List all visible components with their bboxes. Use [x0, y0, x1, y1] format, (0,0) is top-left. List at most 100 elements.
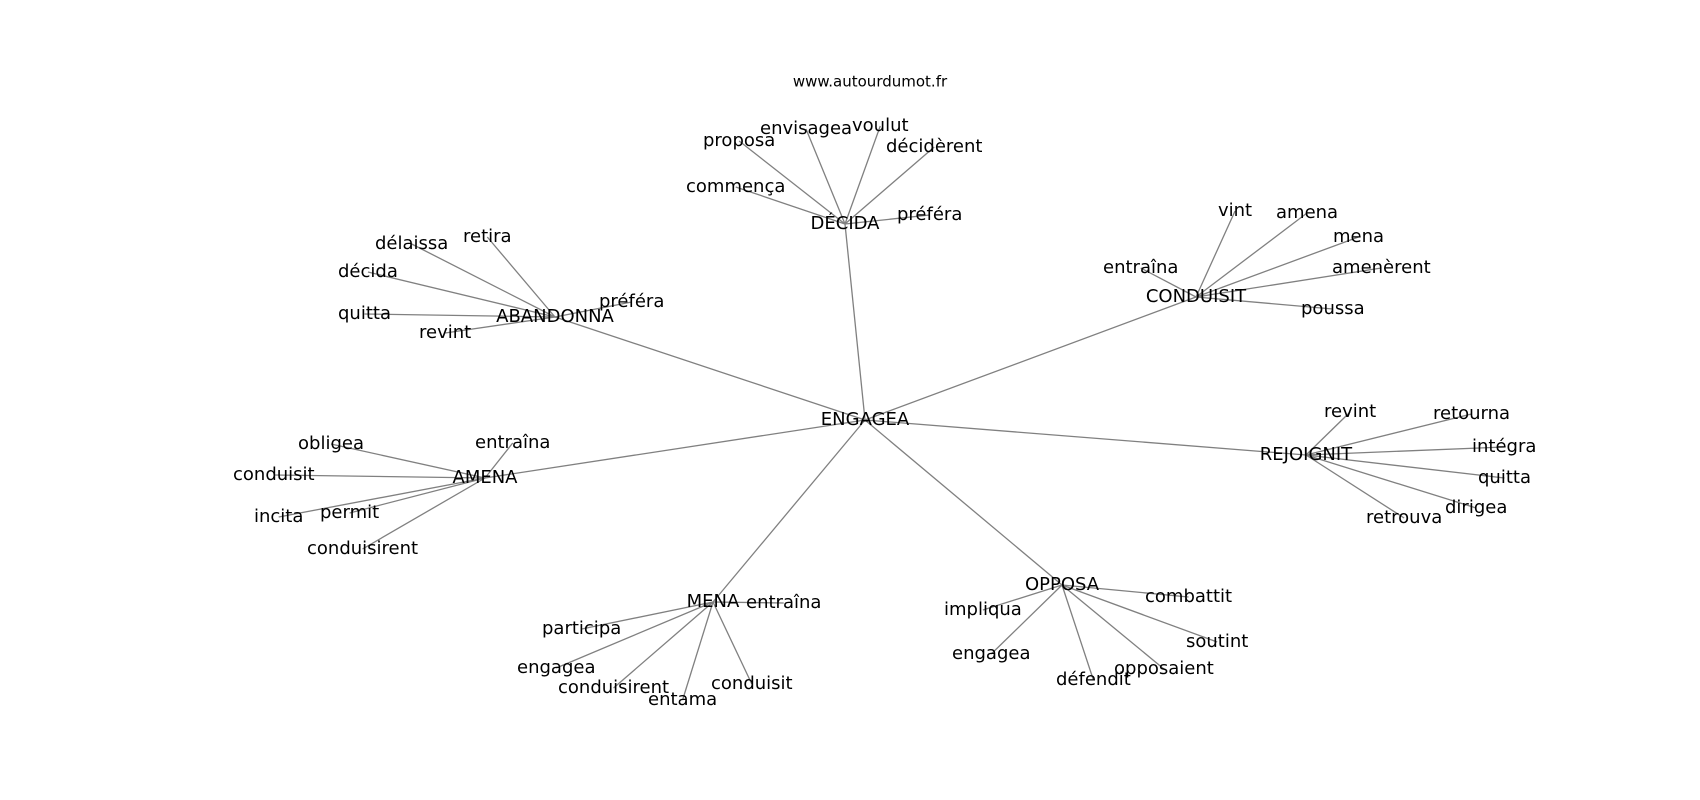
neighbor-word-label: retourna	[1433, 403, 1510, 424]
edge-opposa-to-neighbor	[1061, 584, 1189, 598]
edge-conduisit-to-neighbor	[1195, 296, 1333, 310]
edge-abandonna-to-neighbor	[554, 301, 632, 318]
neighbor-word-label: amenèrent	[1332, 257, 1431, 278]
neighbor-word-label: combattit	[1145, 586, 1232, 607]
cluster-word-label: CONDUISIT	[1146, 286, 1247, 307]
edge-center-to-décida	[844, 223, 866, 421]
edge-conduisit-to-neighbor	[1195, 267, 1382, 298]
edge-rejoignit-to-neighbor	[1305, 446, 1505, 456]
neighbor-word-label: opposaient	[1114, 658, 1214, 679]
neighbor-word-label: vint	[1218, 200, 1252, 221]
edge-center-to-rejoignit	[864, 419, 1307, 456]
neighbor-word-label: revint	[1324, 401, 1376, 422]
edge-abandonna-to-neighbor	[367, 271, 556, 318]
edge-mena-to-neighbor	[613, 601, 714, 689]
edge-amena-to-neighbor	[484, 442, 514, 479]
neighbor-word-label: permit	[320, 502, 379, 523]
edge-décida-to-neighbor	[805, 128, 846, 225]
neighbor-word-label: participa	[542, 618, 621, 639]
edge-amena-to-neighbor	[349, 477, 486, 514]
edge-conduisit-to-neighbor	[1195, 212, 1308, 298]
neighbor-word-label: préféra	[897, 204, 962, 225]
edge-amena-to-neighbor	[278, 477, 486, 518]
cluster-word-label: MENA	[687, 591, 740, 612]
edge-décida-to-neighbor	[738, 140, 846, 225]
edge-amena-to-neighbor	[330, 443, 486, 479]
neighbor-word-label: dirigea	[1445, 497, 1507, 518]
edge-conduisit-to-neighbor	[1140, 267, 1197, 298]
neighbor-word-label: mena	[1333, 226, 1384, 247]
neighbor-word-label: retrouva	[1366, 507, 1442, 528]
neighbor-word-label: retira	[463, 226, 512, 247]
neighbor-word-label: engagea	[517, 657, 595, 678]
neighbor-word-label: entraîna	[475, 432, 550, 453]
edge-center-to-conduisit	[864, 296, 1197, 421]
edge-conduisit-to-neighbor	[1195, 236, 1359, 298]
neighbor-word-label: impliqua	[944, 599, 1022, 620]
neighbor-word-label: amena	[1276, 202, 1338, 223]
neighbor-word-label: quitta	[338, 303, 391, 324]
edge-opposa-to-neighbor	[1061, 584, 1218, 643]
cluster-word-label: REJOIGNIT	[1260, 444, 1353, 465]
neighbor-word-label: voulut	[852, 115, 909, 136]
neighbor-word-label: décida	[338, 261, 398, 282]
cluster-word-label: OPPOSA	[1025, 574, 1100, 595]
edge-abandonna-to-neighbor	[445, 316, 556, 334]
neighbor-word-label: conduisirent	[307, 538, 418, 559]
neighbor-word-label: entama	[648, 689, 717, 710]
neighbor-word-label: soutint	[1186, 631, 1248, 652]
edge-rejoignit-to-neighbor	[1305, 411, 1351, 456]
edge-mena-to-neighbor	[712, 601, 784, 604]
neighbor-word-label: revint	[419, 322, 471, 343]
edge-abandonna-to-neighbor	[486, 236, 556, 318]
edge-center-to-abandonna	[554, 316, 866, 421]
edge-abandonna-to-neighbor	[364, 313, 556, 318]
edge-mena-to-neighbor	[581, 601, 714, 630]
neighbor-word-label: obligea	[298, 433, 364, 454]
edge-center-to-opposa	[864, 419, 1063, 586]
edge-opposa-to-neighbor	[990, 584, 1063, 655]
edge-mena-to-neighbor	[712, 601, 753, 685]
edge-center-to-amena	[484, 419, 866, 479]
edge-mena-to-neighbor	[681, 601, 714, 701]
neighbor-word-label: défendit	[1056, 669, 1131, 690]
neighbor-word-label: poussa	[1301, 298, 1365, 319]
edge-opposa-to-neighbor	[982, 584, 1063, 611]
neighbor-word-label: délaissa	[375, 233, 448, 254]
cluster-word-label: DÉCIDA	[811, 212, 881, 234]
neighbor-word-label: conduisit	[711, 673, 793, 694]
neighbor-word-label: commença	[686, 176, 785, 197]
edge-abandonna-to-neighbor	[411, 243, 556, 318]
edge-amena-to-neighbor	[273, 474, 486, 479]
edge-center-to-mena	[712, 419, 866, 603]
edge-décida-to-neighbor	[735, 186, 846, 225]
edge-amena-to-neighbor	[362, 477, 486, 550]
neighbor-word-label: entraîna	[746, 592, 821, 613]
edge-rejoignit-to-neighbor	[1305, 454, 1405, 519]
edge-conduisit-to-neighbor	[1195, 210, 1236, 298]
neighbor-word-label: entraîna	[1103, 257, 1178, 278]
neighbor-word-label: proposa	[703, 130, 775, 151]
center-word-label: ENGAGEA	[821, 409, 910, 430]
neighbor-word-label: intégra	[1472, 436, 1536, 457]
edge-rejoignit-to-neighbor	[1305, 454, 1477, 509]
neighbor-word-label: décidèrent	[886, 136, 982, 157]
edge-opposa-to-neighbor	[1061, 584, 1165, 670]
neighbor-word-label: conduisirent	[558, 677, 669, 698]
edge-rejoignit-to-neighbor	[1305, 454, 1505, 479]
neighbor-word-label: incita	[254, 506, 303, 527]
neighbor-word-label: conduisit	[233, 464, 315, 485]
neighbor-word-label: envisagea	[760, 118, 852, 139]
edge-décida-to-neighbor	[844, 214, 930, 225]
edge-décida-to-neighbor	[844, 146, 935, 225]
edge-mena-to-neighbor	[555, 601, 714, 669]
edge-opposa-to-neighbor	[1061, 584, 1095, 681]
cluster-word-label: AMENA	[453, 467, 519, 488]
neighbor-word-label: engagea	[952, 643, 1030, 664]
edge-décida-to-neighbor	[844, 125, 881, 225]
source-watermark: www.autourdumot.fr	[793, 73, 948, 91]
graph-edges	[273, 125, 1505, 701]
cluster-word-label: ABANDONNA	[496, 306, 614, 327]
